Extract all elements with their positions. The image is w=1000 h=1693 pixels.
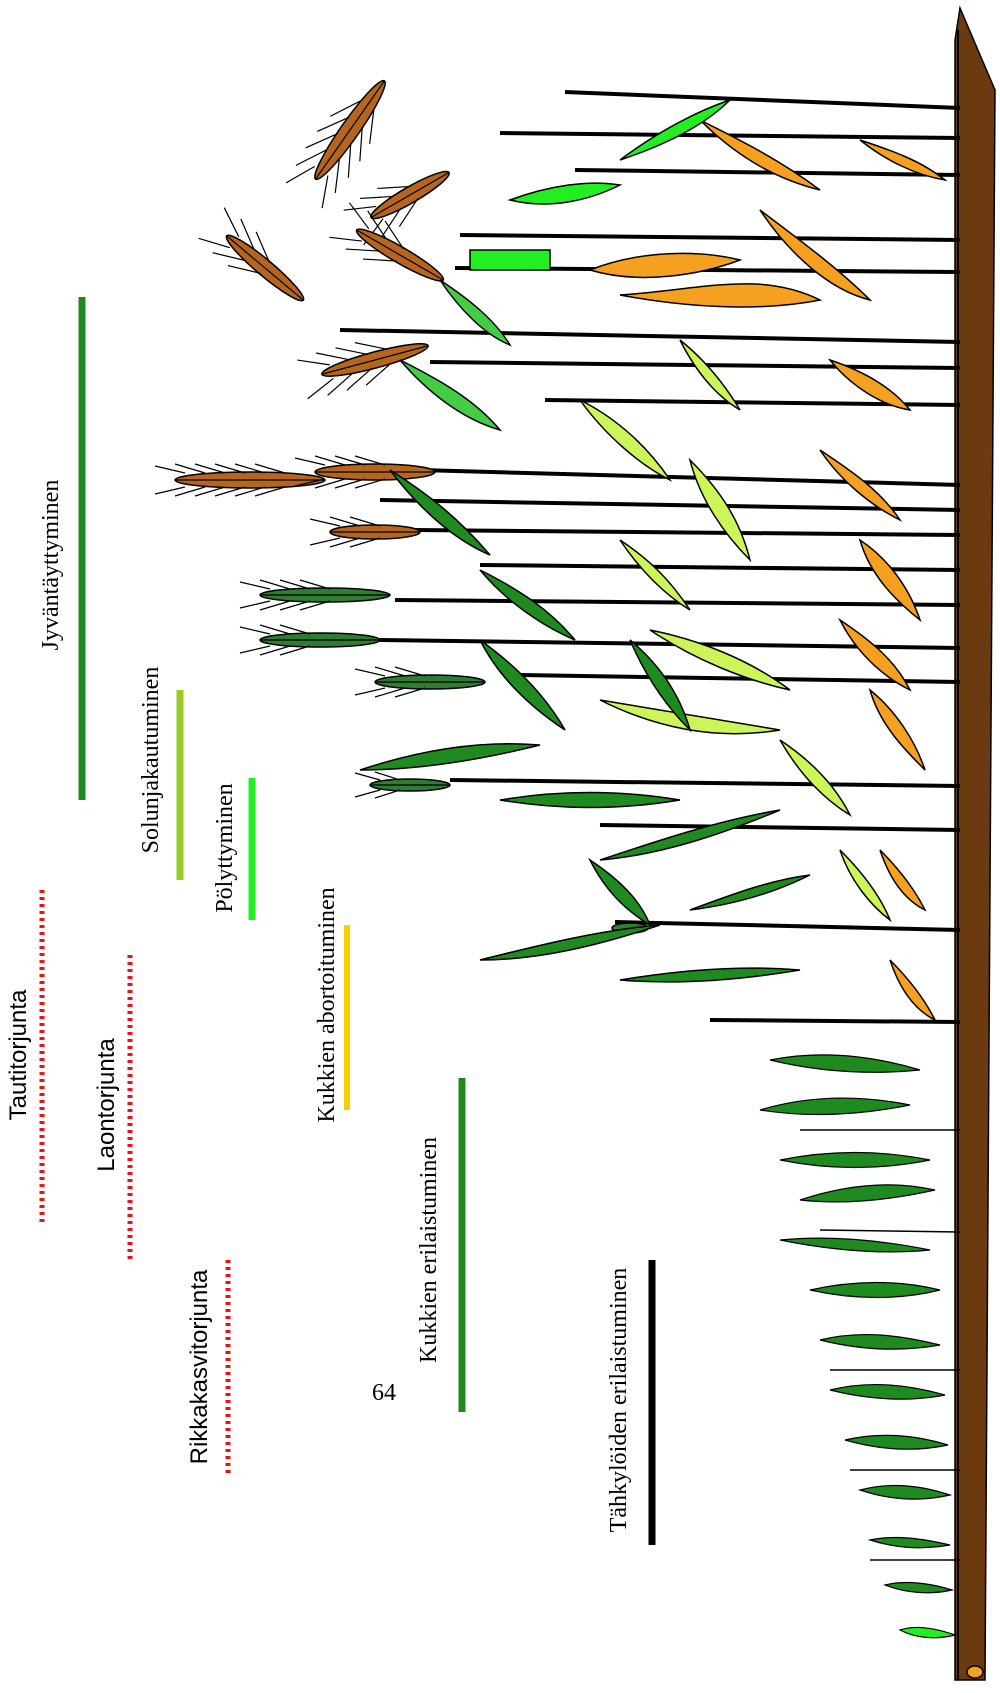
leaf-dark-green [689,874,811,911]
young-leaf [829,1383,946,1400]
young-stems [800,1129,961,1561]
young-leaf [857,1484,953,1500]
stem [379,498,961,512]
jyvantayttyminen-label: Jyväntäyttyminen [38,480,64,651]
young-leaf [883,1581,955,1594]
leaf-dark-green [629,639,692,733]
stem [449,778,961,788]
ear-ripening [309,516,421,548]
ear-mature-7 [294,455,436,489]
leaf-orange [827,358,912,412]
young-leaf [769,1054,921,1073]
stem [709,1018,961,1024]
young-leaf [809,1281,941,1299]
leaf-pale-green [599,699,781,735]
tahkyloiden-erilaistuminen-label: Tähkylöiden erilaistuminen [606,1268,632,1533]
ear-green-4 [354,771,451,799]
leaf-pale-green [839,849,892,923]
leaf-pale-green [649,629,791,691]
young-stem [819,1229,961,1233]
leaf-dark-green [359,743,541,771]
young-leaf [799,1184,936,1203]
ear-mature-6 [154,463,326,497]
leaf-pale-green [619,539,691,611]
leaf-pale-green [679,339,741,411]
young-leaf [819,1333,941,1350]
leaf-orange [819,449,903,522]
page-number: 64 [372,1380,396,1406]
leaf-green [399,359,503,432]
stem [519,673,961,684]
leaf-green [439,279,512,347]
young-leaf [867,1536,951,1549]
leaf-dark-green [588,857,652,927]
ear-green-2 [239,624,381,656]
young-leaf [898,1626,958,1639]
stem [574,168,961,177]
solunjakautuminen-label: Solunjakautuminen [138,667,164,854]
leaf-orange [838,617,912,692]
tautitorjunta-label: Tautitorjunta [5,989,32,1120]
stem [459,233,961,242]
young-leaf [844,1434,949,1450]
ear-green-1 [239,579,391,611]
ear-green-3 [354,666,486,698]
leaf-orange [759,209,873,302]
leaf-bright-green [507,182,623,205]
ear-mature-4 [198,207,305,302]
polyttyminen-label: Pölyttyminen [212,783,238,912]
stem [599,823,961,832]
leaf-dark-green [479,924,661,961]
soil-strip [954,5,996,1681]
leaf-orange [619,283,823,308]
young-leaf [759,1097,911,1116]
rikkakasvitorjunta-label: Rikkakasvitorjunta [186,1269,213,1464]
leaf-dark-green [499,791,681,809]
laontorjunta-label: Laontorjunta [93,1038,120,1172]
leaf-orange [699,119,821,191]
leaf-orange [868,687,926,771]
leaf-orange [858,538,922,623]
leaf-bright-green [469,249,551,271]
leaf-orange [889,959,937,1022]
stem [414,528,961,537]
young-leaf [779,1151,931,1169]
stem [339,328,961,344]
stem [564,90,961,110]
leaf-pale-green [779,739,852,817]
leaf-dark-green [479,639,566,731]
ear-mature-5 [297,342,429,400]
ears [154,79,649,934]
leaf-dark-green [619,967,801,983]
stem [614,920,961,932]
young-plants [759,1054,958,1639]
leaf-orange [879,849,927,912]
ear-mature-2 [343,170,450,246]
ear-mature-1 [285,79,386,209]
leaf-pale-green [579,399,673,482]
leaf-dark-green [389,469,491,556]
young-leaf [779,1237,931,1253]
leaf-orange [859,139,948,182]
leaf-pale-green [688,457,752,563]
leaf-bright-green [619,99,731,161]
stem [419,468,961,487]
leaf-orange [587,252,743,279]
leaves [359,99,948,1022]
ear-mature-3 [329,202,445,282]
kukkien-erilaistuminen-label: Kukkien erilaistuminen [416,1137,442,1363]
seed [966,1665,984,1679]
kukkien-abortoituminen-label: Kukkien abortoituminen [314,887,340,1122]
leaf-dark-green [599,809,781,861]
leaf-dark-green [479,569,576,641]
